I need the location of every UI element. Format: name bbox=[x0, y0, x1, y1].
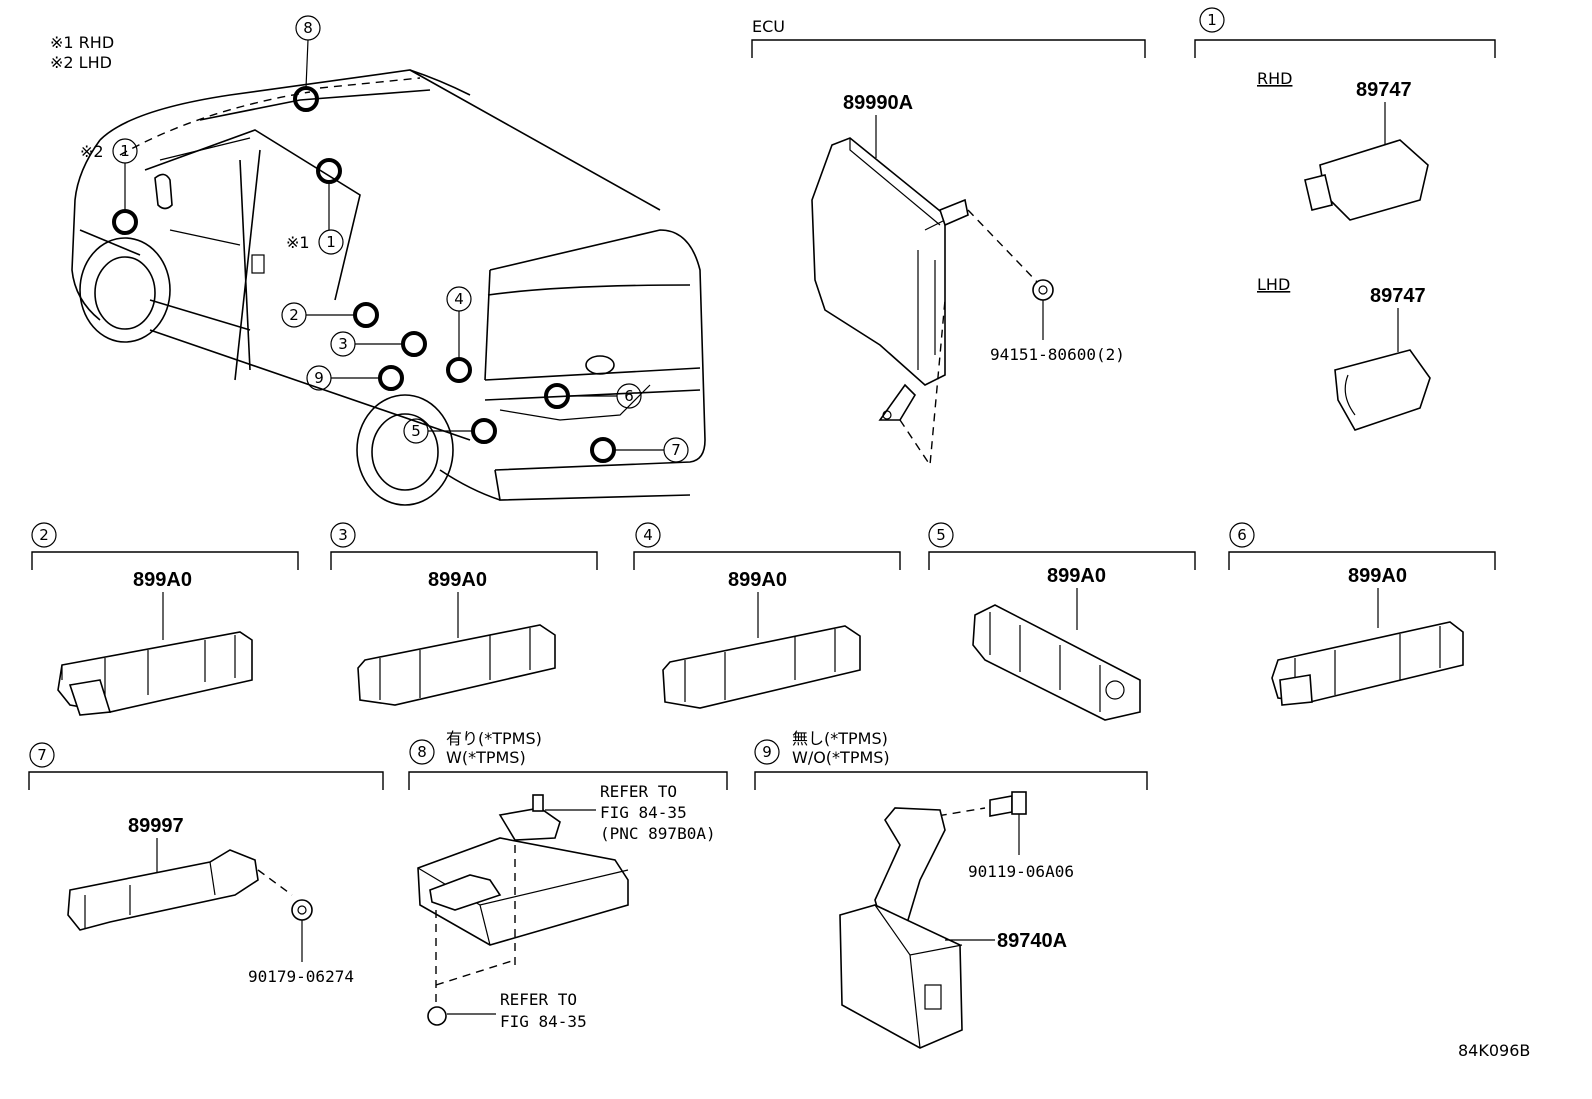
section-9-bracket-icon bbox=[874, 807, 946, 936]
note-lhd: ※2 LHD bbox=[50, 53, 112, 72]
section-8-nut-icon bbox=[427, 1006, 447, 1026]
callout-bubbles: 8 1 ※2 1 ※1 2 3 4 9 5 6 7 bbox=[80, 15, 689, 463]
section-7-part-number: 89997 bbox=[128, 815, 184, 837]
section-3: 3 899A0 bbox=[330, 522, 598, 706]
ecu-title: ECU bbox=[752, 17, 785, 36]
section-1-lhd-part-number: 89747 bbox=[1370, 285, 1426, 307]
lhd-antenna-icon bbox=[1334, 349, 1431, 431]
callout-1-lhd: 1 bbox=[120, 142, 130, 160]
section-5-number: 5 bbox=[936, 526, 946, 544]
marker-3 bbox=[401, 331, 427, 357]
ecu-section: ECU 89990A 94151-80600(2) bbox=[751, 17, 1146, 468]
section-8-condition-jp: 有り(*TPMS) bbox=[446, 729, 542, 748]
callout-7: 7 bbox=[671, 441, 681, 459]
callout-6: 6 bbox=[624, 387, 634, 405]
section-7: 7 89997 90179-06274 bbox=[28, 742, 384, 986]
section-9-condition-en: W/O(*TPMS) bbox=[792, 748, 890, 767]
section-4-sensor-icon bbox=[662, 625, 861, 709]
section-3-sensor-icon bbox=[357, 624, 556, 706]
section-8-ref1-line2: FIG 84-35 bbox=[600, 803, 687, 822]
section-1: 1 RHD 89747 LHD 89747 bbox=[1194, 7, 1496, 431]
ecu-part-number: 89990A bbox=[843, 92, 913, 114]
section-1-number: 1 bbox=[1207, 11, 1217, 29]
section-6: 6 899A0 bbox=[1228, 522, 1496, 706]
ecu-screw-part-number: 94151-80600(2) bbox=[990, 345, 1125, 364]
section-4: 4 899A0 bbox=[633, 522, 901, 709]
section-8-module-icon bbox=[417, 837, 629, 946]
section-7-clip-part-number: 90179-06274 bbox=[248, 967, 354, 986]
figure-id: 84K096B bbox=[1458, 1041, 1530, 1060]
marker-1-lhd bbox=[112, 209, 138, 235]
marker-4 bbox=[446, 357, 472, 383]
section-9-number: 9 bbox=[762, 743, 772, 761]
section-8-number: 8 bbox=[417, 743, 427, 761]
section-7-number: 7 bbox=[37, 746, 47, 764]
section-8-stud-icon bbox=[532, 794, 544, 812]
callout-1-rhd-note: ※1 bbox=[286, 233, 310, 252]
marker-5 bbox=[471, 418, 497, 444]
callout-2: 2 bbox=[289, 306, 299, 324]
marker-2 bbox=[353, 302, 379, 328]
section-4-number: 4 bbox=[643, 526, 653, 544]
section-9-part-number: 89740A bbox=[997, 930, 1067, 952]
note-rhd: ※1 RHD bbox=[50, 33, 114, 52]
section-3-part-number: 899A0 bbox=[428, 569, 487, 591]
section-5-sensor-icon bbox=[972, 604, 1141, 721]
section-1-rhd-part-number: 89747 bbox=[1356, 79, 1412, 101]
section-8-ref1-line3: (PNC 897B0A) bbox=[600, 824, 716, 843]
ecu-screw-icon bbox=[1032, 279, 1054, 301]
section-9-bolt-part-number: 90119-06A06 bbox=[968, 862, 1074, 881]
section-6-sensor-icon bbox=[1271, 621, 1464, 703]
callout-1-rhd: 1 bbox=[326, 233, 336, 251]
section-8: 8 有り(*TPMS) W(*TPMS) REFER TO FIG 84-35 … bbox=[408, 729, 728, 1031]
location-markers bbox=[112, 86, 616, 463]
section-4-part-number: 899A0 bbox=[728, 569, 787, 591]
section-6-number: 6 bbox=[1237, 526, 1247, 544]
callout-8: 8 bbox=[303, 19, 313, 37]
section-2: 2 899A0 bbox=[31, 522, 299, 716]
section-1-rhd-label: RHD bbox=[1257, 69, 1292, 88]
callout-5: 5 bbox=[411, 422, 421, 440]
section-7-clip-icon bbox=[291, 899, 313, 921]
section-8-ref2-line1: REFER TO bbox=[500, 990, 577, 1009]
callout-1-lhd-note: ※2 bbox=[80, 142, 104, 161]
section-9-bolt-icon bbox=[1011, 791, 1027, 815]
section-1-lhd-label: LHD bbox=[1257, 275, 1290, 294]
callout-9: 9 bbox=[314, 369, 324, 387]
callout-4: 4 bbox=[454, 290, 464, 308]
section-8-ref2-line2: FIG 84-35 bbox=[500, 1012, 587, 1031]
section-8-condition-en: W(*TPMS) bbox=[446, 748, 526, 767]
section-9: 9 無し(*TPMS) W/O(*TPMS) 90119-06A06 89740… bbox=[754, 729, 1148, 1049]
section-5-part-number: 899A0 bbox=[1047, 565, 1106, 587]
rhd-antenna-icon bbox=[1319, 139, 1429, 221]
section-2-number: 2 bbox=[39, 526, 49, 544]
callout-3: 3 bbox=[338, 335, 348, 353]
marker-7 bbox=[590, 437, 616, 463]
callout-leaders bbox=[124, 39, 664, 451]
van-illustration bbox=[71, 69, 706, 506]
section-6-part-number: 899A0 bbox=[1348, 565, 1407, 587]
section-7-sensor-icon bbox=[67, 849, 259, 931]
section-5: 5 899A0 bbox=[928, 522, 1196, 721]
section-3-number: 3 bbox=[338, 526, 348, 544]
marker-9 bbox=[378, 365, 404, 391]
section-9-condition-jp: 無し(*TPMS) bbox=[792, 729, 888, 748]
section-2-sensor-icon bbox=[57, 631, 253, 713]
ecu-unit-icon bbox=[811, 137, 946, 386]
section-8-ref1-line1: REFER TO bbox=[600, 782, 677, 801]
section-2-part-number: 899A0 bbox=[133, 569, 192, 591]
section-9-module-icon bbox=[839, 904, 963, 1049]
